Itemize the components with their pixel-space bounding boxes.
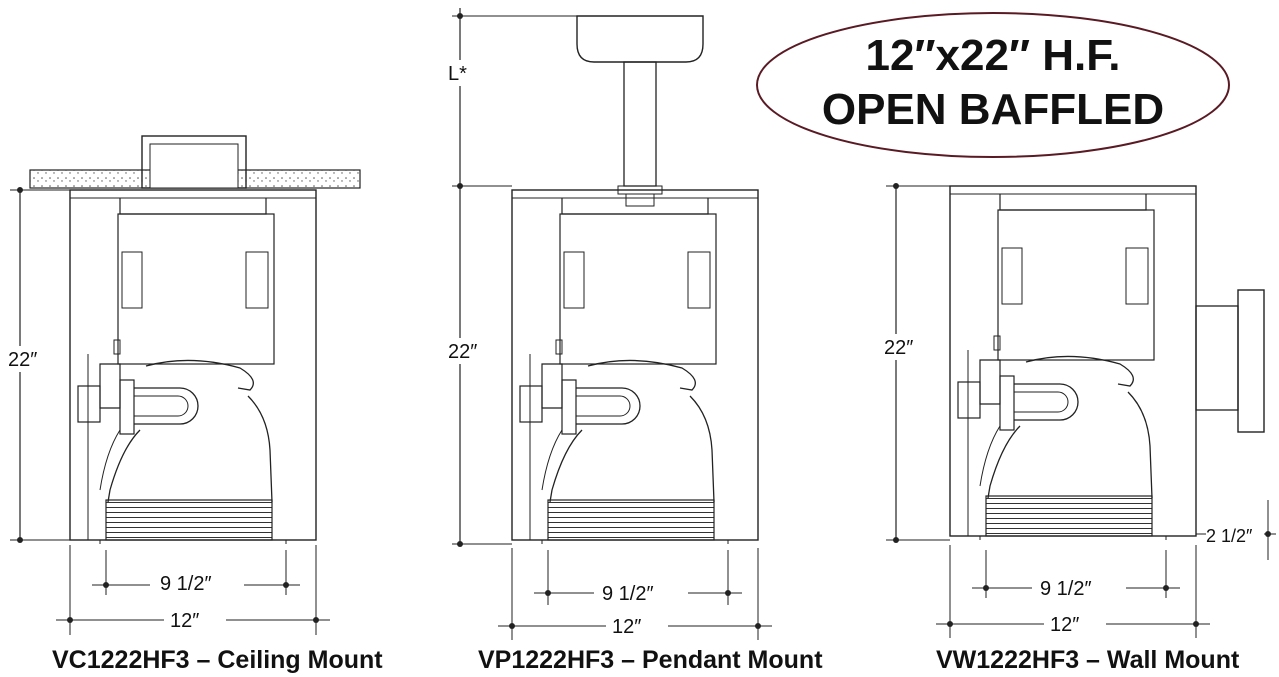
wall-mount-view: 22″ 2 1/2″ 9 1/2″ 12″ VW1222HF3 – Wall M… bbox=[882, 183, 1276, 674]
pendant-stem bbox=[623, 61, 657, 187]
wall-offset-label: 2 1/2″ bbox=[1206, 526, 1253, 546]
ceiling-height-label: 22″ bbox=[8, 349, 37, 371]
pendant-outer-width-label: 12″ bbox=[612, 616, 641, 638]
title-line-2: OPEN BAFFLED bbox=[822, 85, 1164, 134]
wall-height-label: 22″ bbox=[884, 337, 913, 359]
ceiling-outer-width-label: 12″ bbox=[170, 610, 199, 632]
pendant-mount-caption: VP1222HF3 – Pendant Mount bbox=[478, 646, 823, 674]
pendant-inner-width-label: 9 1/2″ bbox=[602, 583, 654, 605]
pendant-mount-view: L* 22″ 9 1/2″ 12″ VP1222HF3 – Pendant Mo… bbox=[446, 8, 823, 674]
wall-arm bbox=[1195, 305, 1239, 411]
wall-inner-width-label: 9 1/2″ bbox=[1040, 578, 1092, 600]
ceiling-inner-width-label: 9 1/2″ bbox=[160, 573, 212, 595]
ceiling-mount-caption: VC1222HF3 – Ceiling Mount bbox=[52, 646, 383, 674]
ceiling-mount-view: 22″ 9 1/2″ 12″ VC1222HF3 – Ceiling Mount bbox=[6, 135, 383, 674]
pendant-height-label: 22″ bbox=[448, 341, 477, 363]
wall-plate bbox=[1237, 289, 1265, 433]
pendant-length-label: L* bbox=[448, 63, 467, 85]
title-line-1: 12″x22″ H.F. bbox=[866, 31, 1121, 80]
title-badge: 12″x22″ H.F. OPEN BAFFLED bbox=[756, 12, 1230, 158]
wall-outer-width-label: 12″ bbox=[1050, 614, 1079, 636]
title-ellipse bbox=[756, 12, 1230, 158]
pendant-canopy bbox=[576, 15, 704, 63]
wall-mount-caption: VW1222HF3 – Wall Mount bbox=[936, 646, 1240, 674]
